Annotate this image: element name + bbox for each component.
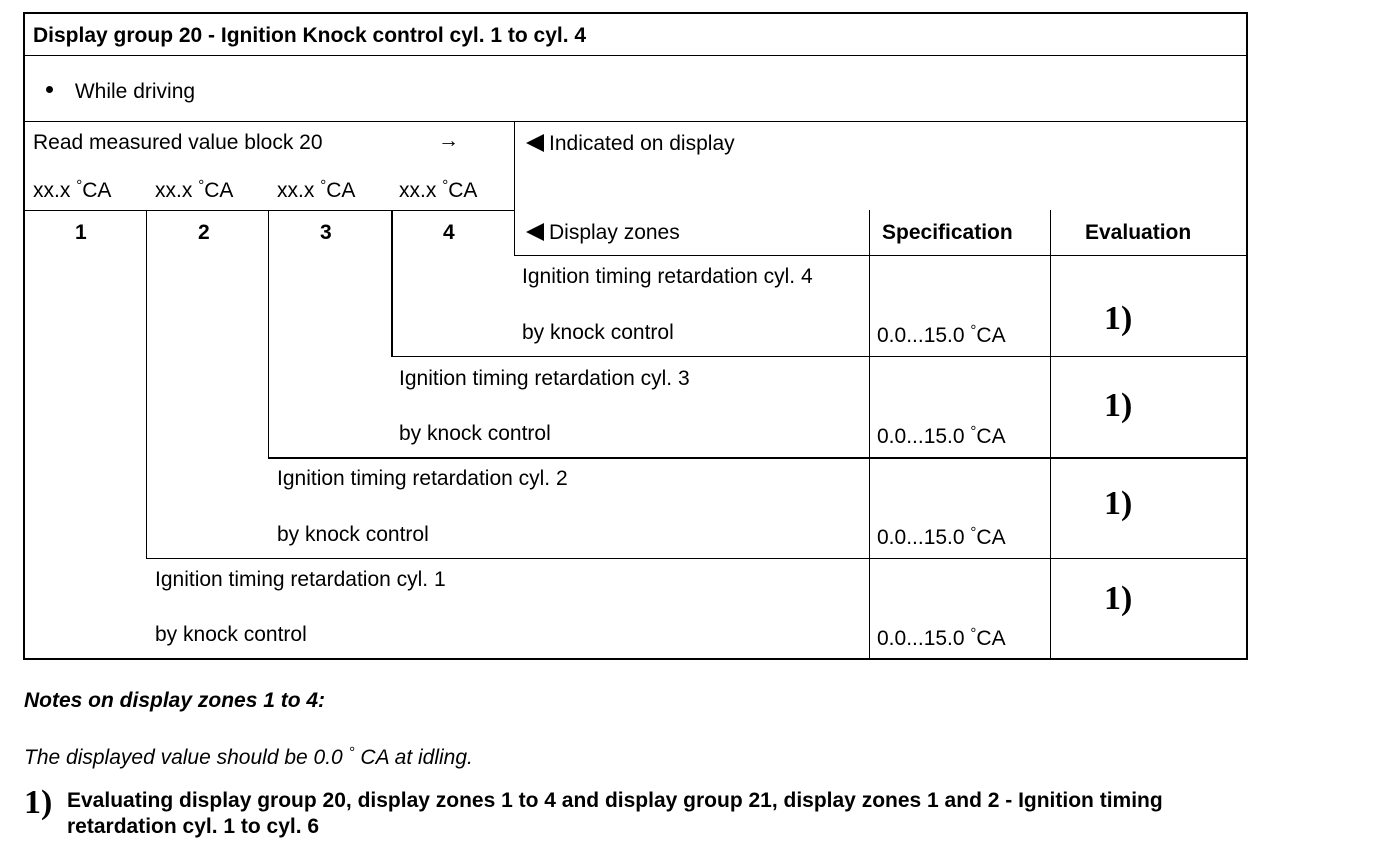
condition-divider	[23, 121, 1248, 122]
read-block-label: Read measured value block 20	[33, 131, 323, 154]
specification-header: Specification	[882, 221, 1013, 244]
table-border-top	[23, 12, 1248, 14]
zone-number-3: 3	[320, 221, 332, 244]
eval-col-divider-header	[1050, 210, 1051, 658]
row-cyl1-evaluation: 1)	[1104, 580, 1133, 617]
display-value-4: xx.x °CA	[399, 177, 478, 202]
display-value-3: xx.x °CA	[277, 177, 356, 202]
row-divider-cyl4	[391, 356, 1248, 357]
condition-text: While driving	[74, 80, 196, 103]
row-divider-cyl3	[268, 457, 1248, 459]
table-border-bottom	[23, 658, 1248, 660]
read-block-vertical-divider	[514, 121, 515, 256]
row-cyl4-line1: Ignition timing retardation cyl. 4	[522, 265, 813, 288]
row-cyl4-spec: 0.0...15.0 °CA	[877, 322, 1006, 347]
row-cyl2-spec: 0.0...15.0 °CA	[877, 524, 1006, 549]
footnote-text: Evaluating display group 20, display zon…	[67, 788, 1163, 840]
row-cyl3-evaluation: 1)	[1104, 387, 1133, 424]
zone-divider-2	[268, 210, 269, 458]
zone-divider-1	[146, 210, 147, 559]
evaluation-header: Evaluation	[1085, 221, 1192, 244]
condition-row: While driving	[46, 80, 195, 104]
table-title: Display group 20 - Ignition Knock contro…	[33, 24, 587, 47]
spec-col-divider-header	[869, 210, 870, 658]
row-cyl2-line2: by knock control	[277, 523, 429, 546]
title-divider	[23, 55, 1248, 56]
zone-number-2: 2	[198, 221, 210, 244]
row-divider-cyl2	[146, 558, 1248, 559]
footnote-marker: 1)	[24, 784, 53, 821]
row-cyl3-spec: 0.0...15.0 °CA	[877, 423, 1006, 448]
table-border-left	[23, 12, 25, 660]
display-value-1: xx.x °CA	[33, 177, 112, 202]
indicated-on-display: Indicated on display	[526, 132, 735, 156]
row-cyl4-evaluation: 1)	[1104, 300, 1133, 337]
row-cyl2-line1: Ignition timing retardation cyl. 2	[277, 467, 568, 490]
table-border-right	[1246, 12, 1248, 660]
left-triangle-icon	[526, 134, 544, 152]
row-cyl3-line1: Ignition timing retardation cyl. 3	[399, 367, 690, 390]
row-cyl2-evaluation: 1)	[1104, 485, 1133, 522]
zone-divider-3	[391, 210, 393, 357]
bullet-icon	[46, 86, 53, 93]
zone-number-1: 1	[75, 221, 87, 244]
row-cyl3-line2: by knock control	[399, 422, 551, 445]
row-cyl1-spec: 0.0...15.0 °CA	[877, 625, 1006, 650]
display-value-2: xx.x °CA	[155, 177, 234, 202]
row-cyl1-line2: by knock control	[155, 623, 307, 646]
header-bottom-divider	[515, 255, 1248, 256]
footnote-line-1: Evaluating display group 20, display zon…	[67, 789, 1163, 812]
display-values-divider	[23, 210, 515, 211]
notes-heading: Notes on display zones 1 to 4:	[24, 689, 326, 712]
right-arrow-icon: →	[438, 129, 459, 152]
note-idle: The displayed value should be 0.0 ° CA a…	[24, 744, 473, 769]
left-triangle-icon	[526, 223, 544, 241]
footnote-line-2: retardation cyl. 1 to cyl. 6	[67, 815, 320, 838]
display-zones-label: Display zones	[526, 221, 680, 245]
row-cyl1-line1: Ignition timing retardation cyl. 1	[155, 568, 446, 591]
row-cyl4-line2: by knock control	[522, 321, 674, 344]
zone-number-4: 4	[443, 221, 455, 244]
